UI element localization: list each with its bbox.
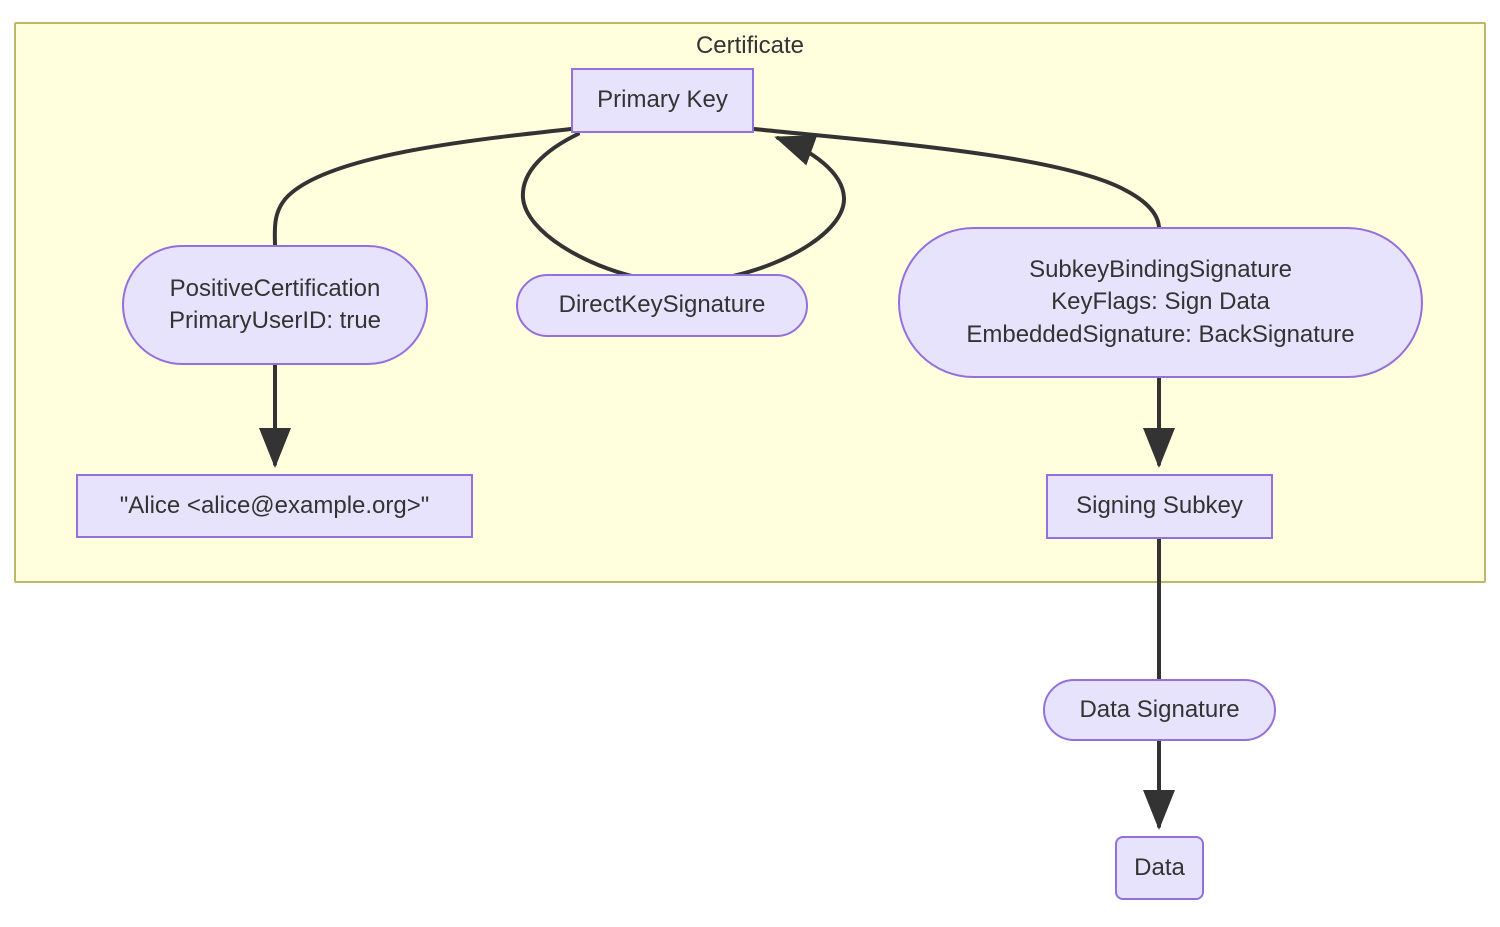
- node-alice-userid[interactable]: "Alice <alice@example.org>": [76, 474, 473, 538]
- node-primary-key[interactable]: Primary Key: [571, 68, 754, 133]
- node-positive-certification[interactable]: PositiveCertification PrimaryUserID: tru…: [122, 245, 428, 365]
- node-data[interactable]: Data: [1115, 836, 1204, 900]
- node-subkey-binding-signature[interactable]: SubkeyBindingSignature KeyFlags: Sign Da…: [898, 227, 1423, 378]
- node-subkey-binding-signature-label: SubkeyBindingSignature KeyFlags: Sign Da…: [966, 255, 1355, 348]
- node-data-signature[interactable]: Data Signature: [1043, 679, 1276, 741]
- node-signing-subkey-label: Signing Subkey: [1076, 492, 1243, 520]
- node-data-label: Data: [1134, 853, 1185, 881]
- node-direct-key-signature-label: DirectKeySignature: [558, 291, 766, 319]
- node-positive-certification-label: PositiveCertification PrimaryUserID: tru…: [168, 274, 382, 334]
- node-direct-key-signature[interactable]: DirectKeySignature: [516, 274, 808, 337]
- node-signing-subkey[interactable]: Signing Subkey: [1046, 474, 1273, 539]
- node-alice-userid-label: "Alice <alice@example.org>": [119, 491, 430, 519]
- node-primary-key-label: Primary Key: [597, 86, 728, 114]
- subgraph-certificate-title: Certificate: [695, 32, 805, 59]
- node-data-signature-label: Data Signature: [1079, 695, 1240, 723]
